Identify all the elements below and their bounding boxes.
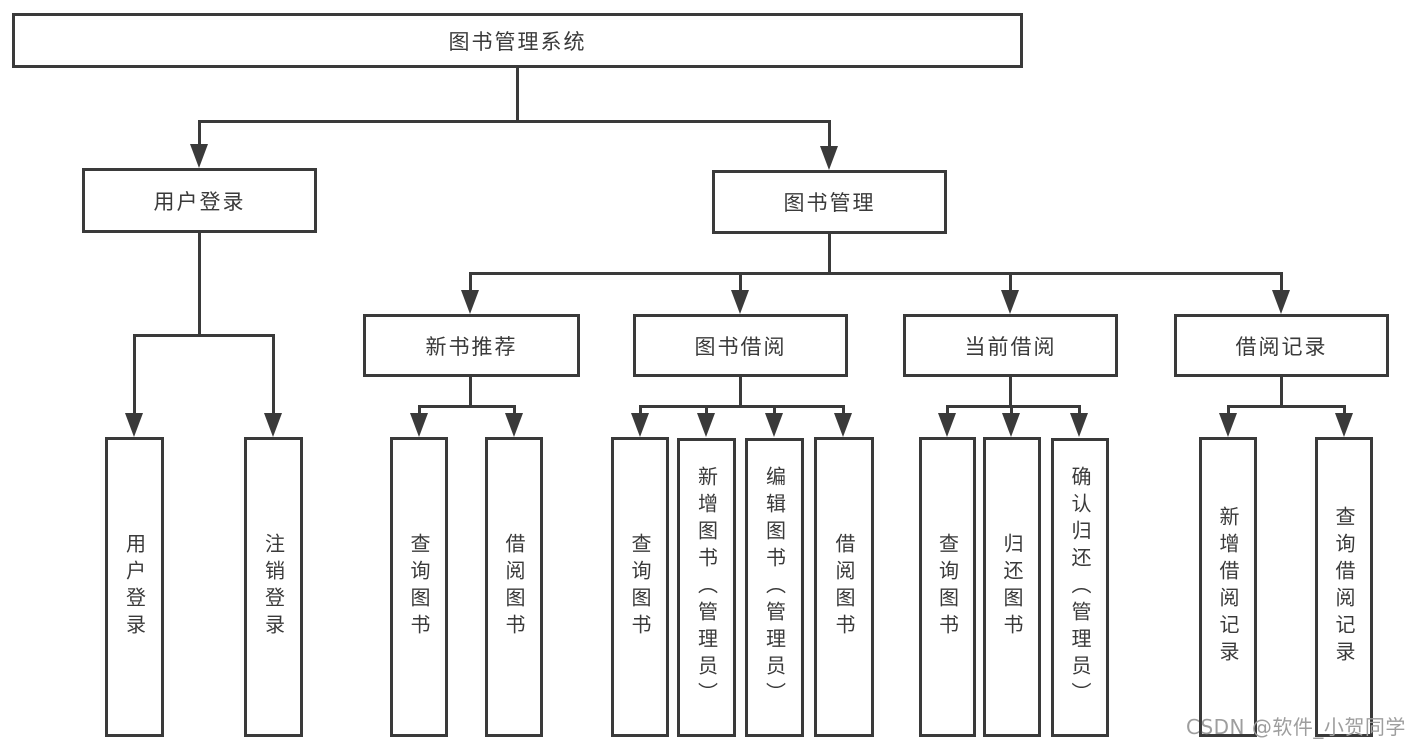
connector-drop (946, 405, 949, 415)
connector-root-bar (198, 120, 831, 123)
node-current-borrowing: 当前借阅 (903, 314, 1118, 377)
connector-drop-leaf-logout (272, 334, 275, 415)
connector-new-book-stem (469, 377, 472, 408)
connector-drop (1078, 405, 1081, 415)
connector-book-borrowing-bar (639, 405, 845, 408)
node-book-management: 图书管理 (712, 170, 947, 234)
connector-drop (705, 405, 708, 415)
connector-current-borrowing-stem (1009, 377, 1012, 408)
arrow-down-icon (505, 413, 523, 437)
leaf-return-books: 归还图书 (983, 437, 1041, 737)
arrow-down-icon (1219, 413, 1237, 437)
arrow-down-icon (264, 413, 282, 437)
arrow-down-icon (697, 413, 715, 437)
arrow-down-icon (1001, 290, 1019, 314)
connector-current-borrowing-bar (946, 405, 1081, 408)
arrow-down-icon (834, 413, 852, 437)
connector-book-mgmt-stem (828, 234, 831, 275)
connector-drop (513, 405, 516, 415)
leaf-edit-books-admin: 编辑图书（管理员） (745, 438, 804, 737)
leaf-borrow-books-recommend: 借阅图书 (485, 437, 543, 737)
connector-new-book-bar (418, 405, 516, 408)
connector-borrow-records-stem (1280, 377, 1283, 408)
leaf-query-borrow-record: 查询借阅记录 (1315, 437, 1373, 737)
connector-drop-borrowing-records (1280, 272, 1283, 292)
arrow-down-icon (190, 144, 208, 168)
leaf-add-books-admin: 新增图书（管理员） (677, 438, 736, 737)
arrow-down-icon (731, 290, 749, 314)
connector-drop (773, 405, 776, 415)
connector-drop (418, 405, 421, 415)
leaf-add-borrow-record: 新增借阅记录 (1199, 437, 1257, 737)
connector-drop (639, 405, 642, 415)
csdn-watermark: CSDN @软件_小贺同学 (1186, 715, 1405, 739)
arrow-down-icon (1335, 413, 1353, 437)
connector-drop-book-borrowing (739, 272, 742, 292)
arrow-down-icon (461, 290, 479, 314)
arrow-down-icon (938, 413, 956, 437)
leaf-query-books-current: 查询图书 (919, 437, 976, 737)
connector-root-stem (516, 68, 519, 120)
connector-drop-current-borrowing (1009, 272, 1012, 292)
arrow-down-icon (1002, 413, 1020, 437)
leaf-user-login: 用户登录 (105, 437, 164, 737)
connector-user-login-stem (198, 233, 201, 337)
connector-drop (1010, 405, 1013, 415)
leaf-borrow-books-borrowing: 借阅图书 (814, 437, 874, 737)
arrow-down-icon (125, 413, 143, 437)
leaf-query-books-recommend: 查询图书 (390, 437, 448, 737)
arrow-down-icon (410, 413, 428, 437)
node-borrowing-records: 借阅记录 (1174, 314, 1389, 377)
node-user-login: 用户登录 (82, 168, 317, 233)
leaf-query-books-borrowing: 查询图书 (611, 437, 669, 737)
arrow-down-icon (631, 413, 649, 437)
connector-drop-book-management (828, 120, 831, 148)
arrow-down-icon (1272, 290, 1290, 314)
connector-drop (1343, 405, 1346, 415)
node-root-library-management-system: 图书管理系统 (12, 13, 1023, 68)
leaf-confirm-return-admin: 确认归还（管理员） (1051, 438, 1109, 737)
connector-drop-new-book (469, 272, 472, 292)
leaf-logout: 注销登录 (244, 437, 303, 737)
arrow-down-icon (1070, 413, 1088, 437)
connector-drop-user-login (198, 120, 201, 146)
node-book-borrowing: 图书借阅 (633, 314, 848, 377)
connector-book-borrowing-stem (739, 377, 742, 408)
connector-drop (842, 405, 845, 415)
arrow-down-icon (765, 413, 783, 437)
connector-drop-leaf-user-login (133, 334, 136, 415)
connector-book-mgmt-bar (469, 272, 1283, 275)
connector-user-login-bar (133, 334, 275, 337)
arrow-down-icon (820, 146, 838, 170)
connector-borrow-records-bar (1227, 405, 1346, 408)
connector-drop (1227, 405, 1230, 415)
node-new-book-recommendation: 新书推荐 (363, 314, 580, 377)
